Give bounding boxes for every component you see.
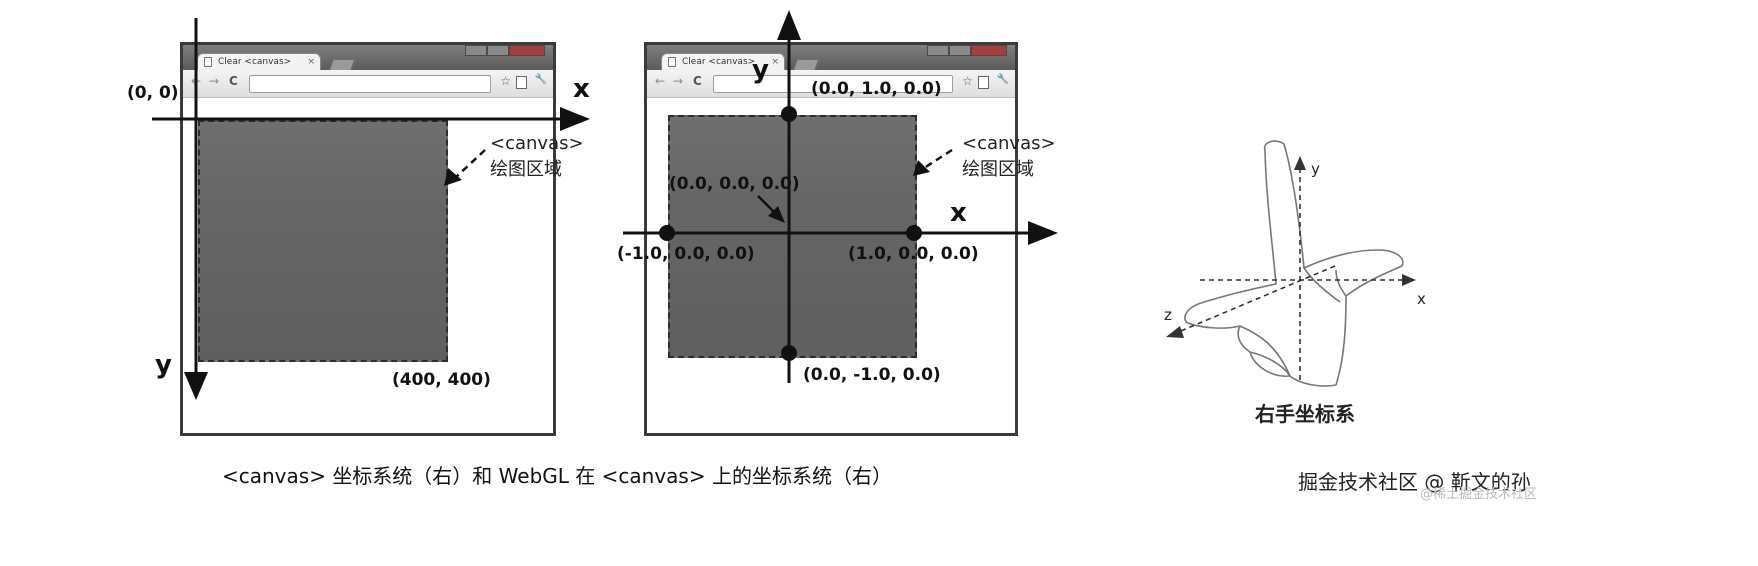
maximize-button[interactable] (949, 45, 971, 56)
right-x-axis (623, 221, 1058, 245)
corner-coordinate-label: (400, 400) (392, 370, 491, 390)
left-annotation-arrow (444, 149, 486, 186)
address-bar[interactable] (249, 75, 491, 93)
point-top (781, 106, 797, 122)
tab-title: Clear <canvas> (682, 57, 756, 67)
reload-icon[interactable]: C (229, 74, 238, 88)
right-x-axis-label: x (950, 198, 967, 228)
tab-close-icon[interactable]: × (771, 57, 779, 67)
center-point-label: (0.0, 0.0, 0.0) (669, 174, 800, 194)
tab-close-icon[interactable]: × (307, 57, 315, 67)
right-browser-toolbar: ← → C ☆ 🔧 (647, 70, 1015, 98)
window-controls (465, 45, 545, 57)
point-right (906, 225, 922, 241)
left-y-axis-label: y (155, 350, 172, 380)
right-y-axis-label: y (752, 55, 769, 85)
right-browser-tab[interactable]: Clear <canvas> × (661, 53, 785, 70)
point-bottom (781, 345, 797, 361)
page-menu-icon[interactable] (978, 76, 989, 89)
hand-x-arrowhead (1402, 274, 1416, 286)
left-canvas-annotation: <canvas> 绘图区域 (490, 131, 584, 183)
canvas-tag-label: <canvas> (962, 133, 1056, 154)
origin-coordinate-label: (0, 0) (127, 83, 179, 103)
drawing-area-label: 绘图区域 (490, 159, 562, 180)
right-browser-window: Clear <canvas> × ← → C ☆ 🔧 (644, 42, 1018, 436)
maximize-button[interactable] (487, 45, 509, 56)
drawing-area-label: 绘图区域 (962, 159, 1034, 180)
bookmark-star-icon[interactable]: ☆ (500, 74, 511, 88)
window-controls (927, 45, 1007, 57)
hand-outline (1184, 140, 1404, 387)
close-window-button[interactable] (509, 45, 545, 56)
top-point-label: (0.0, 1.0, 0.0) (811, 79, 942, 99)
left-browser-toolbar: ← → C ☆ 🔧 (183, 70, 553, 98)
page-icon (204, 57, 212, 67)
hand-y-arrowhead (1294, 156, 1306, 170)
close-window-button[interactable] (971, 45, 1007, 56)
forward-arrow-icon[interactable]: → (209, 74, 220, 88)
right-browser-titlebar: Clear <canvas> × (647, 45, 1015, 71)
minimize-button[interactable] (465, 45, 487, 56)
right-annotation-arrow (913, 148, 953, 176)
forward-arrow-icon[interactable]: → (673, 74, 684, 88)
page-menu-icon[interactable] (516, 76, 527, 89)
wrench-icon[interactable]: 🔧 (534, 74, 547, 85)
left-y-axis (184, 18, 208, 400)
bookmark-star-icon[interactable]: ☆ (962, 74, 973, 88)
left-x-axis (152, 107, 590, 131)
hand-z-label: z (1164, 306, 1172, 324)
right-canvas-annotation: <canvas> 绘图区域 (962, 131, 1056, 183)
bottom-point-label: (0.0, -1.0, 0.0) (803, 365, 941, 385)
hand-y-label: y (1311, 160, 1320, 178)
figure-caption: <canvas> 坐标系统（右）和 WebGL 在 <canvas> 上的坐标系… (222, 464, 892, 488)
wrench-icon[interactable]: 🔧 (996, 74, 1009, 85)
right-point-label: (1.0, 0.0, 0.0) (848, 244, 979, 264)
watermark-main: 掘金技术社区 @ 靳文的孙 (1298, 470, 1531, 494)
watermark-sub: @稀土掘金技术社区 (1420, 487, 1538, 502)
left-point-label: (-1.0, 0.0, 0.0) (617, 244, 755, 264)
left-x-axis-label: x (573, 74, 590, 104)
reload-icon[interactable]: C (693, 74, 702, 88)
minimize-button[interactable] (927, 45, 949, 56)
left-canvas-drawing-area (198, 120, 448, 362)
point-left (659, 225, 675, 241)
left-browser-tab[interactable]: Clear <canvas> × (197, 53, 321, 70)
left-browser-window: Clear <canvas> × ← → C ☆ 🔧 (180, 42, 556, 436)
left-browser-titlebar: Clear <canvas> × (183, 45, 553, 71)
hand-axes (1175, 168, 1402, 380)
hand-z-arrowhead (1166, 326, 1184, 338)
tab-title: Clear <canvas> (218, 57, 292, 67)
address-bar[interactable] (713, 75, 953, 93)
hand-x-label: x (1417, 290, 1426, 308)
canvas-tag-label: <canvas> (490, 133, 584, 154)
right-y-axis (777, 10, 801, 383)
right-canvas-drawing-area (668, 115, 917, 358)
back-arrow-icon[interactable]: ← (655, 74, 666, 88)
center-annotation-arrow (757, 195, 785, 223)
page-icon (668, 57, 676, 67)
right-hand-caption: 右手坐标系 (1255, 402, 1355, 426)
